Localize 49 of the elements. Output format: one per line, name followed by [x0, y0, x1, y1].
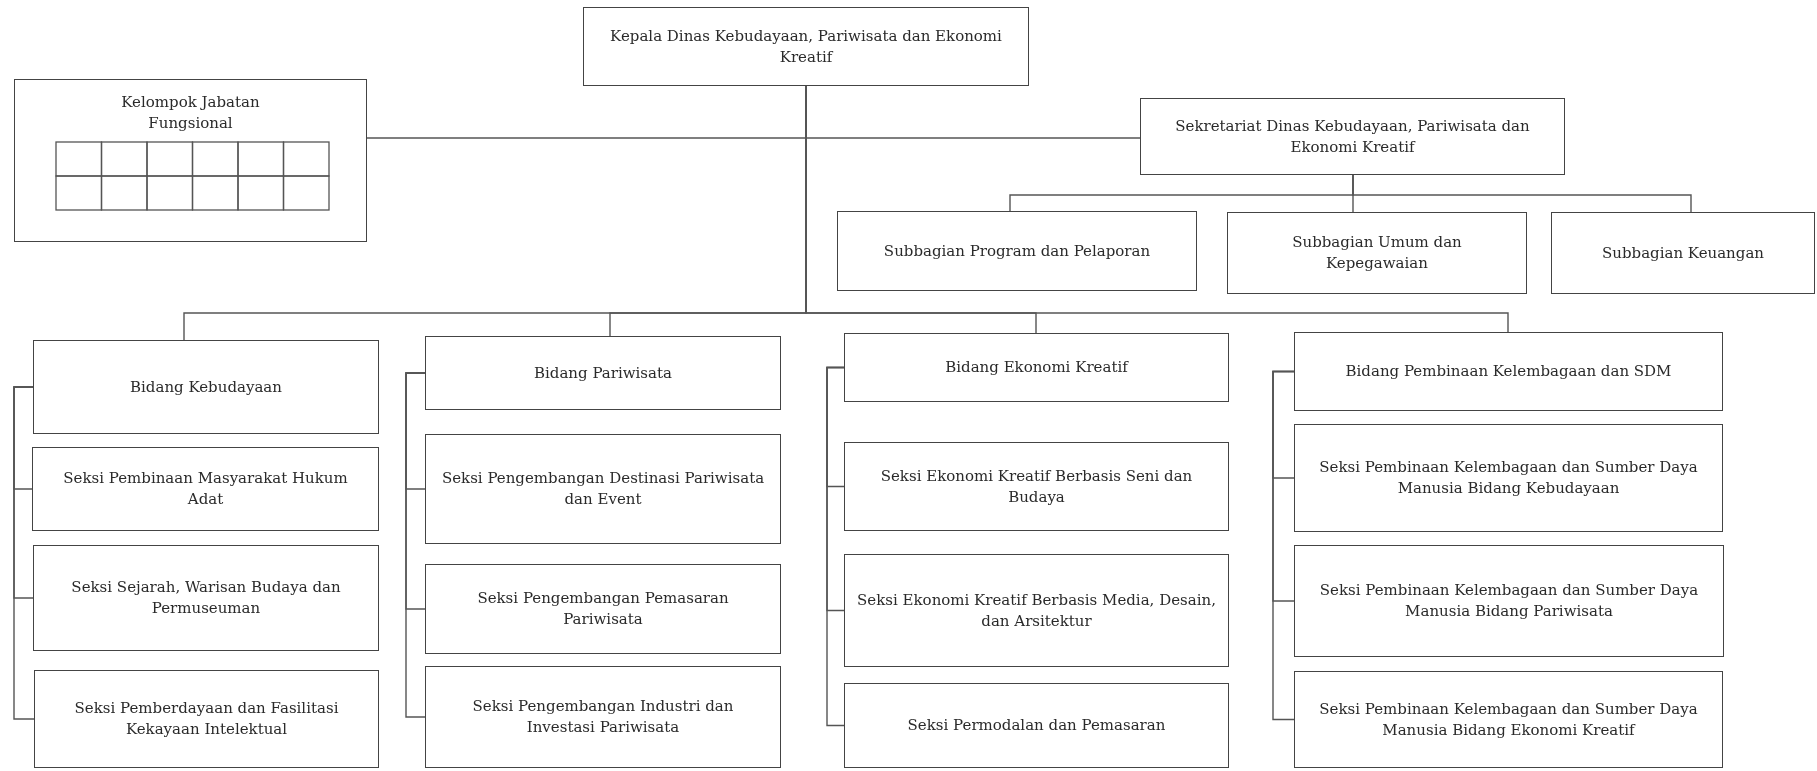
unit-title: Seksi Pengembangan Industri dan Investasi Pariwisata [471, 696, 735, 738]
org-box [844, 442, 1229, 531]
unit-title: Sekretariat Dinas Kebudayaan, Pariwisata dan Ekonomi Kreatif [1174, 115, 1531, 158]
org-box [1140, 98, 1565, 175]
org-box [844, 333, 1229, 402]
connector-line [13, 386, 35, 720]
unit-title: Bidang Kebudayaan [130, 376, 282, 398]
org-box [14, 79, 367, 242]
unit-title: Seksi Ekonomi Kreatif Berbasis Media, Desain, dan Arsitektur [857, 589, 1216, 632]
unit-title: Bidang Pembinaan Kelembagaan dan SDM [1345, 361, 1672, 382]
unit-title: Bidang Pariwisata [534, 362, 672, 384]
org-box [1227, 212, 1527, 294]
org-box [1551, 212, 1815, 294]
unit-title: Seksi Permodalan dan Pemasaran [907, 715, 1166, 736]
connector-line [1352, 174, 1692, 213]
org-box [1294, 545, 1724, 657]
connector-line [826, 366, 845, 727]
unit-title: Subbagian Program dan Pelaporan [883, 240, 1151, 262]
org-box [425, 564, 781, 654]
org-box [33, 545, 379, 651]
org-box [837, 211, 1197, 291]
org-box [1294, 671, 1723, 768]
unit-title: Seksi Pengembangan Pemasaran Pariwisata [476, 588, 730, 630]
unit-title: Seksi Pemberdayaan dan Fasilitasi Kekayaan Intelektual [73, 698, 340, 740]
org-box [844, 554, 1229, 667]
org-box [34, 670, 379, 768]
org-box [1294, 424, 1723, 532]
unit-title: Kelompok Jabatan Fungsional [120, 92, 261, 134]
unit-title: Seksi Pembinaan Kelembagaan dan Sumber Daya Manusia Bidang Ekonomi Kreatif [1318, 698, 1699, 741]
unit-title: Seksi Pembinaan Kelembagaan dan Sumber Daya Manusia Bidang Kebudayaan [1318, 457, 1699, 499]
connector-line [405, 372, 426, 718]
org-box [844, 683, 1229, 768]
unit-title: Seksi Pembinaan Kelembagaan dan Sumber Daya Manusia Bidang Pariwisata [1318, 580, 1700, 622]
org-box [33, 340, 379, 434]
unit-title: Seksi Ekonomi Kreatif Berbasis Seni dan Budaya [879, 465, 1194, 508]
org-box [1294, 332, 1723, 411]
unit-title: Seksi Pengembangan Destinasi Pariwisata dan Event [440, 468, 766, 510]
unit-title: Kepala Dinas Kebudayaan, Pariwisata dan Ekonomi Kreatif [609, 25, 1003, 68]
org-box [425, 434, 781, 544]
unit-title: Seksi Pembinaan Masyarakat Hukum Adat [62, 468, 349, 510]
org-box [425, 336, 781, 410]
unit-title: Subbagian Keuangan [1602, 242, 1764, 264]
org-box [32, 447, 379, 531]
connector-line [1272, 370, 1295, 721]
unit-title: Subbagian Umum dan Kepegawaian [1291, 232, 1463, 274]
org-box [583, 7, 1029, 86]
unit-title: Seksi Sejarah, Warisan Budaya dan Permuseuman [70, 577, 342, 619]
unit-title: Bidang Ekonomi Kreatif [945, 357, 1128, 378]
org-box [425, 666, 781, 768]
